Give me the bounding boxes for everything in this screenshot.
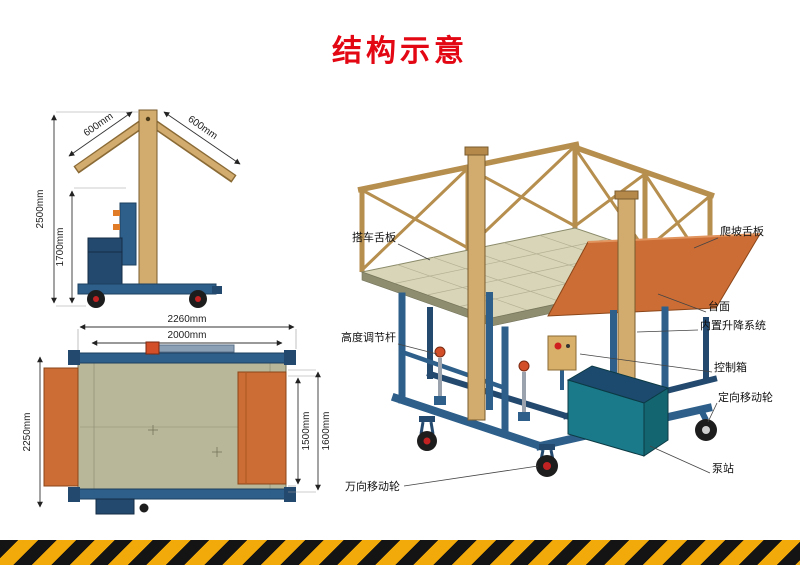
top-view: 2260mm 2000mm 2250mm [22,314,332,515]
label-height-rod: 高度调节杆 [341,330,396,344]
top-pump-box [95,498,135,515]
side-hinge-bolt [145,116,151,122]
label-lift-system: 内置升降系统 [700,318,766,332]
iso-pump-box [566,365,670,457]
label-table-top: 台面 [708,299,730,313]
hazard-stripe-banner [0,540,800,565]
side-motor-box [87,237,123,285]
side-lift-carriage [119,202,137,266]
label-swivel-wheel: 万向移动轮 [345,479,400,493]
iso-control-box [547,335,577,371]
page-title: 结构示意 [332,35,468,68]
iso-view: 搭车舌板 爬坡舌板 台面 内置升降系统 高度调节杆 控制箱 定向移动轮 泵站 万… [341,141,773,493]
label-ramp-plate: 爬坡舌板 [720,224,764,238]
dim-inner-depth: 1500mm [301,412,312,451]
dim-total-height: 2500mm [35,190,46,229]
dim-mast-height: 1700mm [55,228,66,267]
top-adjust-rod [157,344,235,353]
dim-outer-depth: 1600mm [321,412,332,451]
iso-lift-guide-right [610,310,617,424]
top-ramp-plate [237,371,287,485]
label-control-box: 控制箱 [714,360,747,374]
dim-outer-width: 2260mm [168,314,207,325]
label-pump-station: 泵站 [712,461,734,475]
side-mast [138,109,158,293]
label-fixed-wheel: 定向移动轮 [718,390,773,404]
dim-total-depth: 2250mm [22,413,33,452]
iso-lift-guide-left [486,292,493,410]
iso-labels: 搭车舌板 爬坡舌板 台面 内置升降系统 高度调节杆 控制箱 定向移动轮 泵站 万… [341,224,773,493]
top-rail-upper [77,352,287,364]
dim-inner-width: 2000mm [168,330,207,341]
iso-mast-left [467,151,486,421]
iso-height-rods [434,346,530,421]
top-dock-plate [43,367,79,487]
iso-wheels [417,406,717,477]
side-view: 2500mm 1700mm 600mm 600mm [35,109,241,308]
label-dock-plate: 搭车舌板 [352,230,396,244]
top-rail-lower [77,488,287,500]
